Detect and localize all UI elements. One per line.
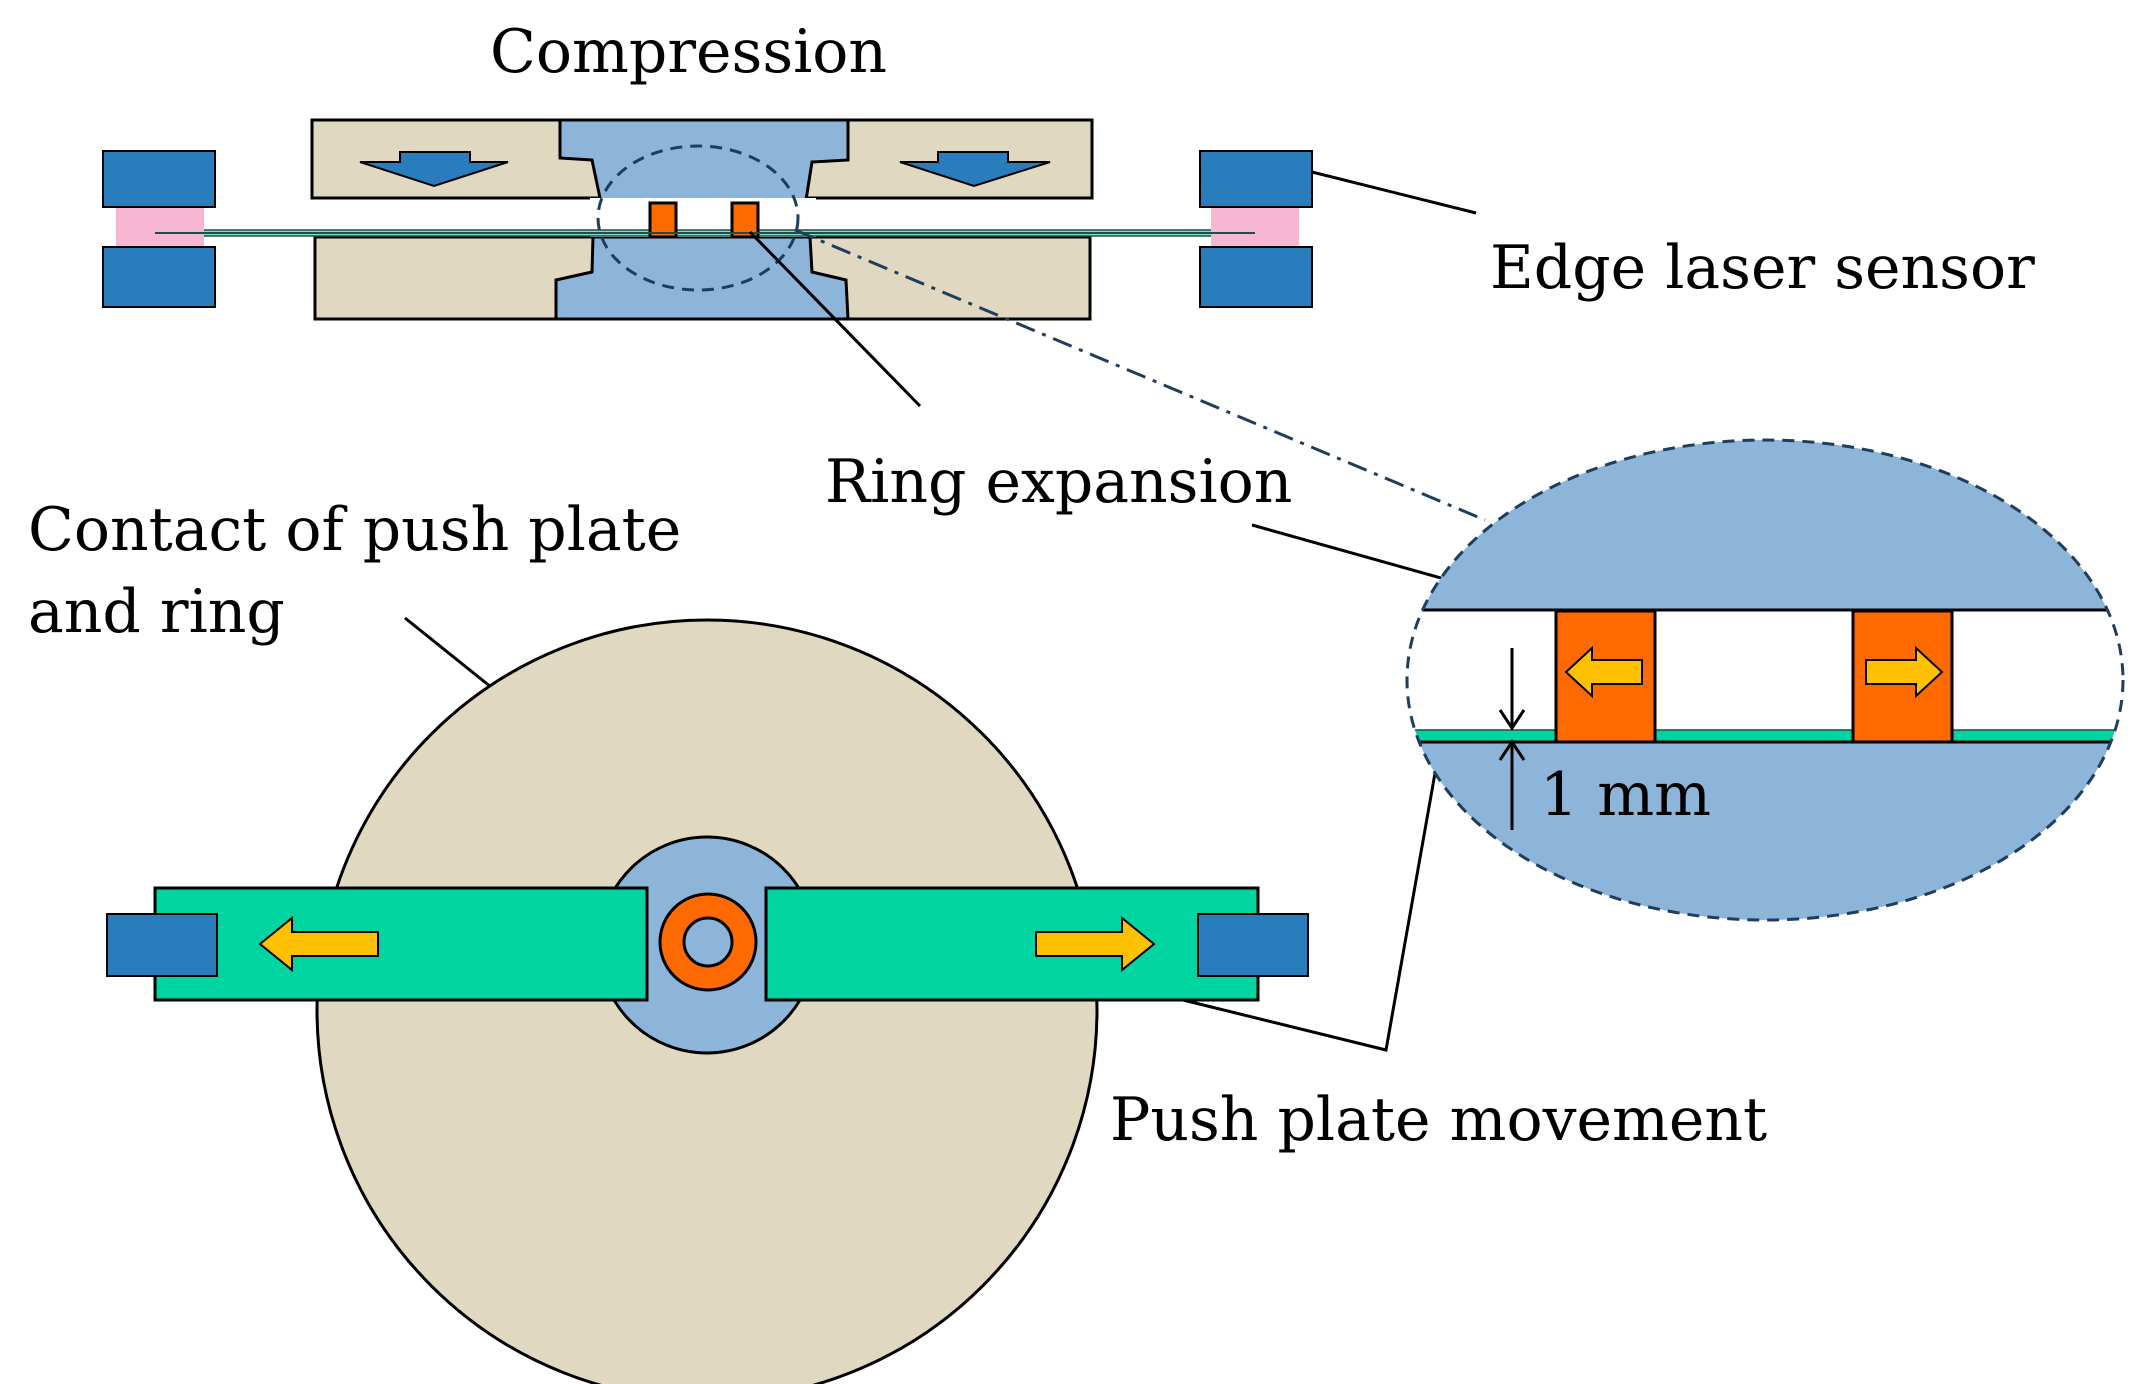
zoom-gap — [1407, 610, 2123, 742]
laser-beam-left — [116, 207, 204, 247]
push-plate-right — [764, 886, 1260, 1002]
zoom-arrow-left — [1564, 645, 1643, 699]
zoom-arrow-right — [1865, 645, 1944, 699]
gap-arrowhead-top — [1498, 709, 1526, 731]
push-arrow-right — [1035, 915, 1156, 973]
label-push-plate-movement: Push plate movement — [1110, 1085, 1767, 1155]
zoom-lower-punch — [1407, 742, 2123, 920]
laser-beam-right — [1211, 207, 1299, 247]
edge-laser-sensor-left-top — [102, 150, 216, 208]
zoom-upper-punch — [1407, 440, 2123, 610]
lower-punch — [554, 235, 850, 321]
push-arrow-left — [258, 915, 379, 973]
gap-arrowhead-bottom — [1498, 739, 1526, 761]
top-view — [106, 618, 1309, 1384]
label-compression: Compression — [490, 17, 887, 87]
ring-left-section — [648, 201, 678, 239]
edge-laser-sensor-right-top — [1199, 150, 1313, 208]
edge-laser-sensor-bottom-right — [1197, 913, 1309, 977]
compression-arrow-left — [359, 151, 509, 188]
zoom-circle-small — [596, 144, 800, 292]
compression-side-view — [102, 118, 1313, 321]
zoom-detail — [1405, 438, 2125, 922]
leader-ring-expansion-top — [748, 230, 922, 408]
edge-laser-sensor-right-bottom — [1199, 246, 1313, 308]
push-plate-left — [153, 886, 649, 1002]
zoom-push-plate — [1407, 729, 2123, 743]
leader-edge-sensor — [1311, 170, 1477, 215]
ring-right-section — [730, 201, 760, 239]
zoom-circle-large — [1405, 438, 2125, 922]
compression-arrow-right — [899, 151, 1051, 188]
label-ring-expansion: Ring expansion — [825, 447, 1292, 517]
label-contact-line1: Contact of push plate — [28, 495, 681, 565]
edge-laser-sensor-left-bottom — [102, 246, 216, 308]
label-edge-laser-sensor: Edge laser sensor — [1490, 233, 2035, 303]
edge-laser-sensor-bottom-left — [106, 913, 218, 977]
leader-push-plate — [1182, 744, 1442, 1052]
dash-dot-zoom-line — [794, 228, 1486, 522]
ring-hole — [682, 916, 734, 968]
label-contact-line2: and ring — [28, 577, 285, 647]
label-gap-1mm: 1 mm — [1540, 760, 1711, 830]
